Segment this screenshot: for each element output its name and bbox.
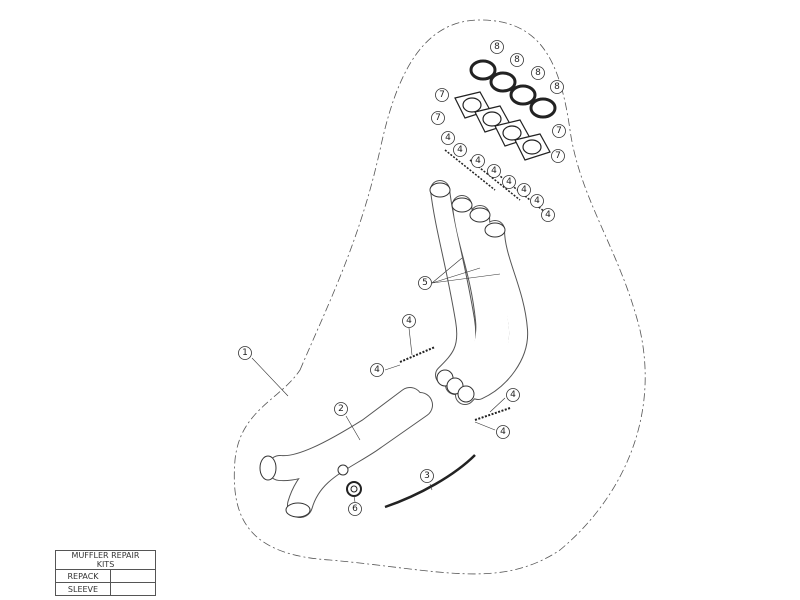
link-pipe <box>259 387 433 518</box>
svg-text:3: 3 <box>424 471 430 481</box>
svg-text:4: 4 <box>475 156 481 166</box>
callout-8: 8 <box>531 66 545 80</box>
svg-text:7: 7 <box>556 126 562 136</box>
table-row: SLEEVE <box>55 582 156 596</box>
svg-text:4: 4 <box>506 177 512 187</box>
svg-text:8: 8 <box>494 42 500 52</box>
svg-text:5: 5 <box>422 278 428 288</box>
callout-1: 1 <box>238 346 252 360</box>
callout-3: 3 <box>420 469 434 483</box>
callout-4: 4 <box>441 131 455 145</box>
callout-8: 8 <box>510 53 524 67</box>
table-row: REPACK <box>55 569 156 583</box>
callout-4: 4 <box>506 388 520 402</box>
row-label: SLEEVE <box>55 582 111 596</box>
leader-lines <box>251 257 506 503</box>
callouts: 8 8 8 8 7 7 7 7 4 4 4 4 4 4 4 4 5 4 4 4 … <box>238 40 566 516</box>
svg-text:7: 7 <box>435 113 441 123</box>
row-value <box>110 569 156 583</box>
flanges <box>454 91 551 161</box>
callout-4: 4 <box>517 183 531 197</box>
muffler-repair-kits-table: MUFFLER REPAIR KITS REPACK SLEEVE <box>55 550 156 596</box>
callout-2: 2 <box>334 402 348 416</box>
svg-text:7: 7 <box>439 90 445 100</box>
header-pipes <box>429 180 529 405</box>
svg-text:6: 6 <box>352 504 358 514</box>
svg-text:4: 4 <box>445 133 451 143</box>
callout-8: 8 <box>490 40 504 54</box>
strap <box>384 454 476 509</box>
callout-4: 4 <box>453 143 467 157</box>
svg-text:4: 4 <box>406 316 412 326</box>
callout-7: 7 <box>431 111 445 125</box>
assembly-boundary <box>233 19 646 575</box>
callout-6: 6 <box>348 502 362 516</box>
callout-4: 4 <box>471 154 485 168</box>
callout-4: 4 <box>530 194 544 208</box>
svg-text:7: 7 <box>555 151 561 161</box>
callout-4: 4 <box>541 208 555 222</box>
svg-text:4: 4 <box>521 185 527 195</box>
svg-text:4: 4 <box>457 145 463 155</box>
svg-text:8: 8 <box>554 82 560 92</box>
svg-text:2: 2 <box>338 404 344 414</box>
row-value <box>110 582 156 596</box>
svg-text:8: 8 <box>514 55 520 65</box>
callout-4: 4 <box>502 175 516 189</box>
springs-bottom <box>399 346 511 421</box>
svg-text:4: 4 <box>374 365 380 375</box>
callout-4: 4 <box>370 363 384 377</box>
svg-text:4: 4 <box>534 196 540 206</box>
nut <box>346 481 362 497</box>
gasket-rings <box>469 59 557 119</box>
callout-7: 7 <box>552 124 566 138</box>
callout-4: 4 <box>496 425 510 439</box>
svg-text:1: 1 <box>242 348 248 358</box>
svg-text:4: 4 <box>491 166 497 176</box>
callout-4: 4 <box>402 314 416 328</box>
svg-text:8: 8 <box>535 68 541 78</box>
row-label: REPACK <box>55 569 111 583</box>
svg-text:4: 4 <box>545 210 551 220</box>
svg-text:4: 4 <box>500 427 506 437</box>
callout-4: 4 <box>487 164 501 178</box>
table-title: MUFFLER REPAIR KITS <box>55 550 156 570</box>
callout-8: 8 <box>550 80 564 94</box>
callout-7: 7 <box>551 149 565 163</box>
svg-text:4: 4 <box>510 390 516 400</box>
callout-7: 7 <box>435 88 449 102</box>
callout-5: 5 <box>418 276 432 290</box>
